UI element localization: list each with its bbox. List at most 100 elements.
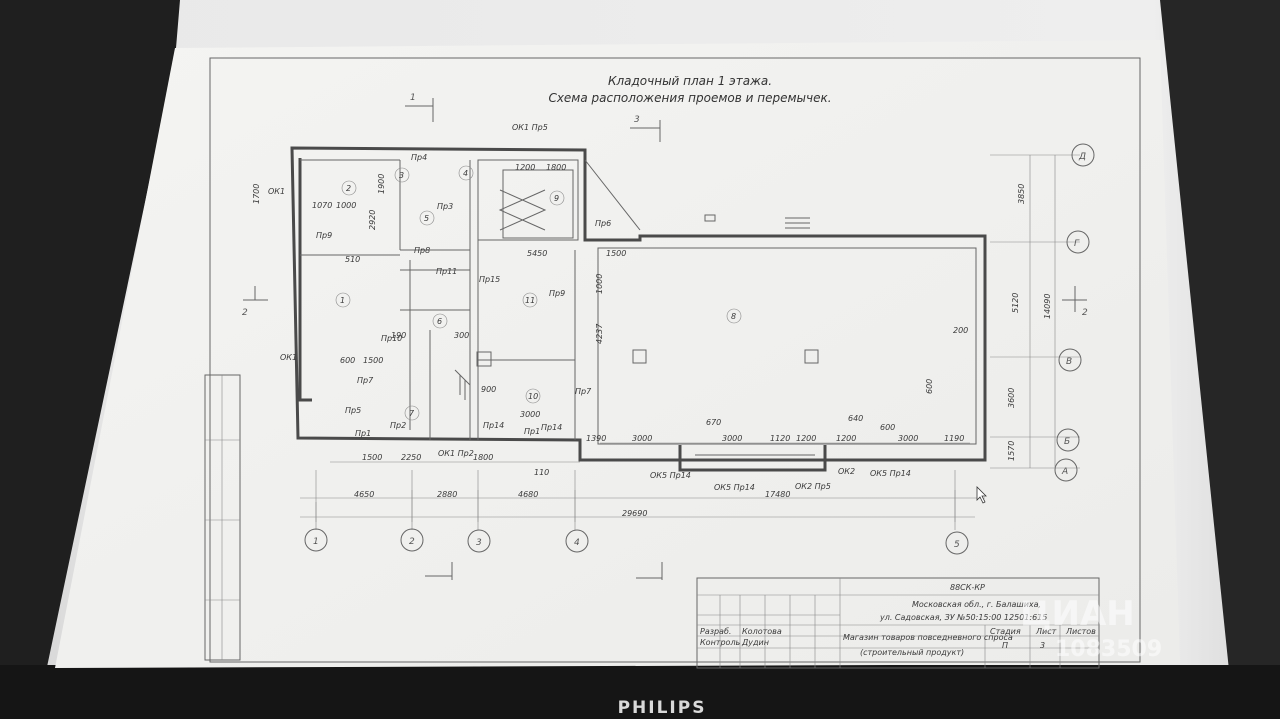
svg-text:1700: 1700 [252,184,261,204]
svg-text:1570: 1570 [1007,441,1016,461]
svg-text:1000: 1000 [336,201,356,210]
svg-text:3000: 3000 [898,434,918,443]
stamp-code: 88СК-КР [950,583,985,592]
svg-text:1800: 1800 [546,163,566,172]
svg-text:2: 2 [242,308,248,318]
svg-text:Контроль: Контроль [700,638,741,647]
svg-text:Пр14: Пр14 [541,423,562,432]
svg-text:1000: 1000 [595,274,604,294]
svg-text:Лист: Лист [1035,627,1057,636]
svg-text:4: 4 [574,538,580,548]
svg-text:ОК1 Пр2: ОК1 Пр2 [438,449,474,458]
svg-text:4680: 4680 [518,490,538,499]
svg-text:5: 5 [424,214,429,223]
svg-text:8: 8 [731,312,736,321]
svg-text:1190: 1190 [944,434,964,443]
svg-text:Разраб.: Разраб. [700,627,731,636]
svg-text:4650: 4650 [354,490,374,499]
title-block: 88СК-КР Московская обл., г. Балашиха, ул… [696,577,1100,669]
svg-text:29690: 29690 [622,509,647,518]
stamp-stage: П [1002,641,1008,650]
svg-text:ОК1 Пр5: ОК1 Пр5 [512,123,548,132]
svg-text:110: 110 [534,468,549,477]
svg-text:Пр14: Пр14 [483,421,504,430]
svg-text:1120: 1120 [770,434,790,443]
svg-text:1: 1 [340,296,345,305]
svg-text:9: 9 [554,194,559,203]
svg-text:600: 600 [925,379,934,394]
mouse-cursor-icon [976,486,987,504]
svg-text:Листов: Листов [1065,627,1096,636]
svg-text:190: 190 [391,331,406,340]
svg-text:Пр7: Пр7 [357,376,374,385]
svg-text:Б: Б [1064,437,1070,447]
svg-text:1800: 1800 [473,453,493,462]
svg-text:600: 600 [340,356,355,365]
svg-text:1: 1 [313,537,319,547]
section-marks: 1 3 2 2 [242,93,1088,580]
svg-text:3: 3 [634,115,640,125]
svg-text:300: 300 [454,331,469,340]
watermark: ЦИАН 1083509 [1020,594,1162,662]
svg-text:ОК2 Пр5: ОК2 Пр5 [795,482,831,491]
svg-text:3: 3 [476,538,482,548]
svg-text:1900: 1900 [377,174,386,194]
svg-text:Пр7: Пр7 [575,387,592,396]
svg-text:Г: Г [1074,239,1080,249]
svg-text:7: 7 [409,409,415,418]
svg-text:3000: 3000 [722,434,742,443]
svg-text:900: 900 [481,385,496,394]
svg-text:3850: 3850 [1017,184,1026,204]
svg-text:2: 2 [409,537,415,547]
stamp-address-1: Московская обл., г. Балашиха, [912,600,1041,609]
svg-text:5450: 5450 [527,249,547,258]
opening-labels: ОК1 Пр5 Пр4 Пр3 Пр9 Пр8 Пр11 Пр10 Пр15 П… [268,123,911,492]
svg-text:6: 6 [437,317,442,326]
svg-text:3600: 3600 [1007,388,1016,408]
svg-text:3000: 3000 [520,410,540,419]
drawing-title: Кладочный план 1 этажа. [608,74,772,88]
svg-text:640: 640 [848,414,863,423]
svg-text:1200: 1200 [515,163,535,172]
svg-text:Пр5: Пр5 [345,406,361,415]
svg-text:Пр8: Пр8 [414,246,430,255]
svg-text:Пр4: Пр4 [411,153,427,162]
svg-text:Колотова: Колотова [742,627,782,636]
svg-text:Пр9: Пр9 [316,231,332,240]
svg-text:ОК5 Пр14: ОК5 Пр14 [650,471,691,480]
svg-text:1: 1 [410,93,416,103]
svg-text:5: 5 [954,540,960,550]
svg-text:Пр2: Пр2 [390,421,406,430]
svg-text:Пр15: Пр15 [479,275,500,284]
svg-text:14090: 14090 [1043,294,1052,319]
svg-text:1500: 1500 [606,249,626,258]
svg-text:1390: 1390 [586,434,606,443]
svg-text:4: 4 [463,169,468,178]
floor-plan [290,146,987,472]
svg-text:3: 3 [399,171,404,180]
svg-text:Пр1: Пр1 [524,427,540,436]
monitor-brand-label: PHILIPS [618,698,707,718]
svg-text:А: А [1061,467,1068,477]
svg-text:670: 670 [706,418,721,427]
stamp-object-1: Магазин товаров повседневного спроса [843,633,1013,642]
svg-text:Пр6: Пр6 [595,219,611,228]
svg-text:11: 11 [525,296,535,305]
svg-text:2250: 2250 [401,453,421,462]
svg-text:1500: 1500 [362,453,382,462]
svg-text:10: 10 [528,392,538,401]
svg-text:ОК1: ОК1 [280,353,297,362]
svg-text:Пр3: Пр3 [437,202,453,211]
svg-text:4237: 4237 [595,323,604,344]
screen [55,40,1180,668]
svg-text:Пр9: Пр9 [549,289,565,298]
dimension-chains: 4650 2880 4680 17480 29690 1500 2250 180… [252,155,1056,522]
svg-text:3000: 3000 [632,434,652,443]
watermark-text: ЦИАН [1020,594,1135,634]
svg-text:600: 600 [880,423,895,432]
svg-text:ОК5 Пр14: ОК5 Пр14 [870,469,911,478]
svg-text:2920: 2920 [368,210,377,230]
stamp-sheet: 3 [1040,641,1045,650]
drawing-subtitle: Схема расположения проемов и перемычек. [548,91,831,105]
